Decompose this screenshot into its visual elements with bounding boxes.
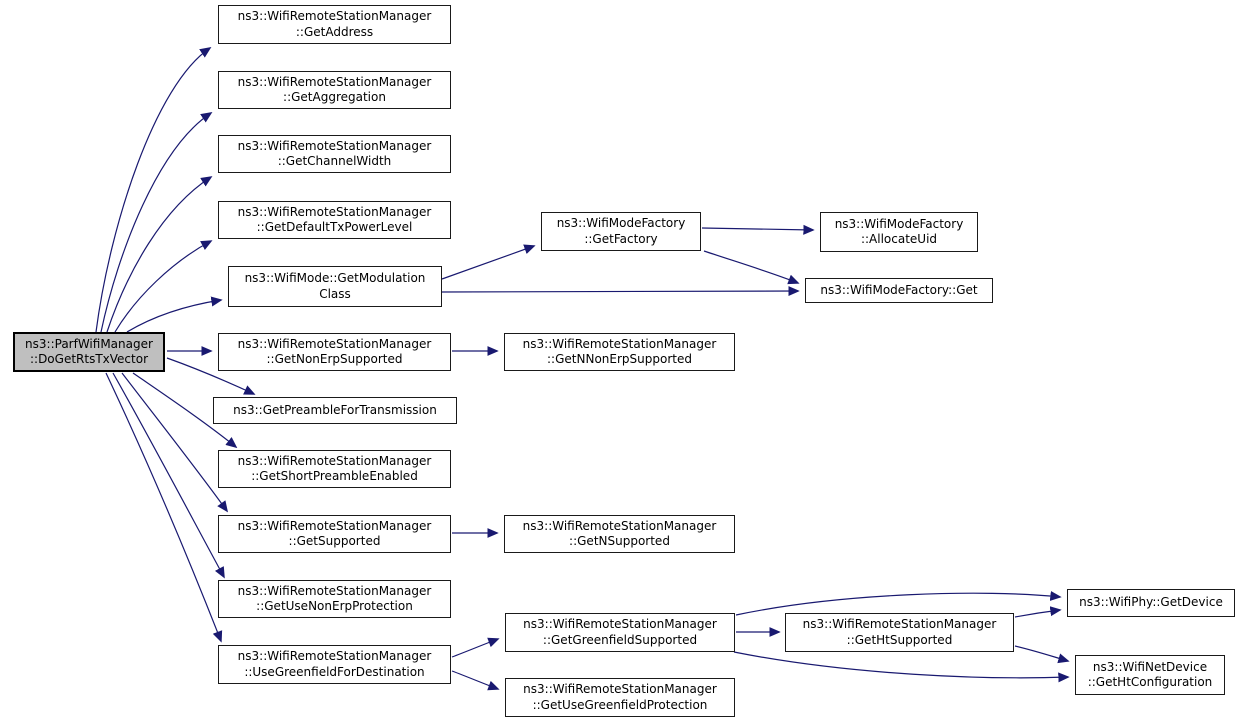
node-label-line: ns3::WifiRemoteStationManager [237,336,432,351]
node-get-channel-width[interactable]: ns3::WifiRemoteStationManager ::GetChann… [218,135,451,173]
node-label-line: ns3::WifiRemoteStationManager [237,453,432,468]
node-label-line: ns3::WifiNetDevice [1092,659,1208,674]
node-label-line: ::GetHtSupported [846,632,953,647]
edge-getmodulationclass-getfactory [441,244,536,280]
node-get-ht-supported[interactable]: ns3::WifiRemoteStationManager ::GetHtSup… [785,613,1014,652]
node-label-line: ::GetChannelWidth [277,154,392,168]
node-label-line: ::GetNonErpSupported [266,352,403,366]
node-label-line: ns3::ParfWifiManager [25,336,153,351]
node-label-line: ::GetHtConfiguration [1087,675,1213,689]
edge-root-getshortpreambleenabled [132,372,238,449]
node-get-n-supported[interactable]: ns3::WifiRemoteStationManager ::GetNSupp… [504,515,735,553]
node-label-line: ::AllocateUid [860,232,938,246]
node-label-line: ::GetSupported [288,534,381,548]
edge-root-getpreamblefortransmission [166,357,256,395]
node-label-line: ::GetGreenfieldSupported [542,632,698,647]
node-allocate-uid[interactable]: ns3::WifiModeFactory ::AllocateUid [820,212,978,252]
node-label-line: ns3::WifiRemoteStationManager [237,9,432,23]
node-label-line: ::GetFactory [584,231,658,246]
node-label-line: Class [319,286,351,301]
edge-root-getmodulationclass [126,296,223,333]
node-label-line: ns3::WifiMode::GetModulation [244,271,426,285]
node-label-line: ns3::WifiRemoteStationManager [237,649,432,663]
node-do-get-rts-tx-vector: ns3::ParfWifiManager ::DoGetRtsTxVector [13,332,165,372]
node-label-line: ::GetDefaultTxPowerLevel [256,220,413,234]
node-label-line: ns3::WifiRemoteStationManager [237,74,432,89]
node-label-line: ::GetUseNonErpProtection [256,599,413,613]
node-label-line: ns3::WifiRemoteStationManager [522,336,717,351]
node-get-address[interactable]: ns3::WifiRemoteStationManager ::GetAddre… [218,5,451,44]
node-label-line: ns3::WifiRemoteStationManager [522,518,717,533]
node-label-line: ns3::WifiRemoteStationManager [237,518,432,533]
node-label-line: ::GetAggregation [283,90,386,104]
node-label-line: ::GetShortPreambleEnabled [251,469,418,483]
node-label-line: ns3::WifiModeFactory [556,216,686,230]
node-get-device[interactable]: ns3::WifiPhy::GetDevice [1067,589,1235,617]
node-label-line: ::UseGreenfieldForDestination [244,664,425,679]
node-label-line: ns3::WifiModeFactory [834,216,964,231]
node-label-line: ns3::WifiPhy::GetDevice [1079,595,1223,610]
node-get-ht-configuration[interactable]: ns3::WifiNetDevice ::GetHtConfiguration [1075,655,1225,695]
edge-root-usegreenfieldfordestination [105,372,223,643]
edge-usegreenfield-getgreenfieldsupported [451,637,500,658]
edge-root-getaddress [95,47,212,333]
edge-getfactory-get [703,250,800,285]
node-label-line: ns3::WifiRemoteStationManager [523,617,717,631]
edge-root-getchannelwidth [106,176,213,333]
node-label-line: ns3::WifiRemoteStationManager [802,617,997,631]
node-get-modulation-class[interactable]: ns3::WifiMode::GetModulation Class [228,266,442,307]
edge-getfactory-allocateuid [701,224,815,235]
node-label-line: ns3::WifiModeFactory::Get [820,282,978,297]
edge-getgreenfieldsupported-getdevice [735,590,1062,616]
edge-usegreenfield-getusegreenfieldprotection [451,670,500,691]
edge-getgreenfieldsupported-gethtconfiguration [733,651,1070,683]
node-wifi-mode-factory-get[interactable]: ns3::WifiModeFactory::Get [805,278,993,303]
node-get-use-non-erp-protection[interactable]: ns3::WifiRemoteStationManager ::GetUseNo… [218,580,451,618]
edge-getmodulationclass-get [441,286,800,297]
node-label-line: ::GetAddress [295,24,374,39]
node-label-line: ns3::WifiRemoteStationManager [523,682,717,696]
node-get-use-greenfield-protection[interactable]: ns3::WifiRemoteStationManager ::GetUseGr… [505,678,735,717]
node-label-line: ::GetUseGreenfieldProtection [532,697,708,712]
node-label-line: ::GetNNonErpSupported [547,352,692,366]
edge-root-getsupported [121,372,229,513]
edge-root-getdefaulttxpowerlevel [114,240,213,333]
node-label-line: ns3::GetPreambleForTransmission [233,402,437,417]
node-get-preamble-for-transmission[interactable]: ns3::GetPreambleForTransmission [213,397,457,424]
edge-gethtsupported-getdevice [1014,606,1062,618]
node-label-line: ns3::WifiRemoteStationManager [237,583,432,598]
node-label-line: ns3::WifiRemoteStationManager [237,138,432,153]
edge-root-getaggregation [100,112,213,333]
edge-root-getusenonerpprotection [112,372,225,579]
node-get-greenfield-supported[interactable]: ns3::WifiRemoteStationManager ::GetGreen… [505,613,735,652]
node-get-factory[interactable]: ns3::WifiModeFactory ::GetFactory [541,212,701,251]
node-get-supported[interactable]: ns3::WifiRemoteStationManager ::GetSuppo… [218,515,451,553]
node-label-line: ::DoGetRtsTxVector [29,352,149,366]
node-label-line: ::GetNSupported [569,534,670,548]
node-get-short-preamble-enabled[interactable]: ns3::WifiRemoteStationManager ::GetShort… [218,450,451,488]
node-get-default-tx-power-level[interactable]: ns3::WifiRemoteStationManager ::GetDefau… [218,201,451,239]
node-get-non-erp-supported[interactable]: ns3::WifiRemoteStationManager ::GetNonEr… [218,333,451,371]
edge-gethtsupported-gethtconfiguration [1014,645,1070,664]
node-label-line: ns3::WifiRemoteStationManager [237,204,432,219]
node-get-aggregation[interactable]: ns3::WifiRemoteStationManager ::GetAggre… [218,71,451,109]
node-use-greenfield-for-destination[interactable]: ns3::WifiRemoteStationManager ::UseGreen… [218,645,451,684]
node-get-n-non-erp-supported[interactable]: ns3::WifiRemoteStationManager ::GetNNonE… [504,333,735,371]
